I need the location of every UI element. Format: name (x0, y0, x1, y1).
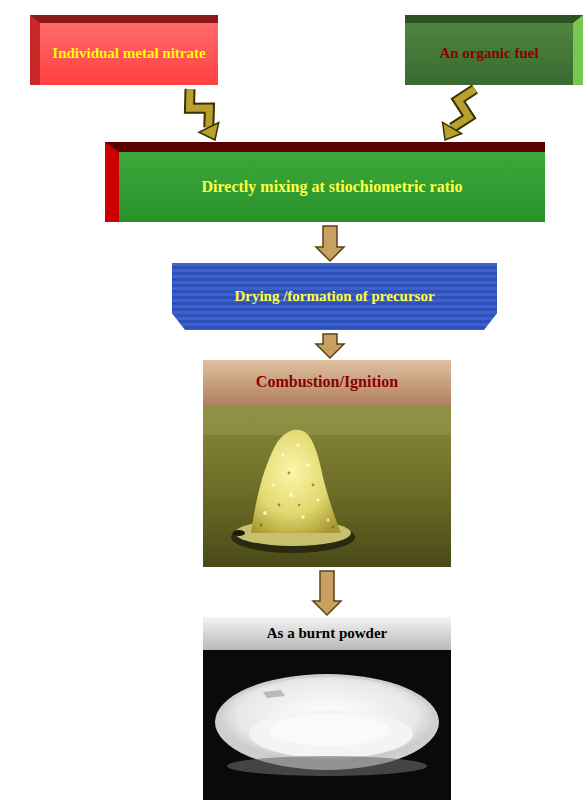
block-arrow (316, 334, 344, 358)
node-label: An organic fuel (439, 45, 538, 62)
lightning-arrow (190, 89, 219, 140)
node-label: Combustion/Ignition (203, 360, 451, 405)
node-label: Directly mixing at stiochiometric ratio (202, 178, 463, 196)
node-label: Drying /formation of precursor (234, 288, 434, 305)
process-box: Individual metal nitrate (30, 15, 218, 85)
process-band: Drying /formation of precursor (172, 263, 497, 330)
process-box: Combustion/Ignition (203, 360, 451, 567)
node-label: As a burnt powder (267, 625, 387, 642)
powder-photo (203, 650, 451, 800)
process-box: As a burnt powder (203, 617, 451, 650)
block-arrow (313, 571, 341, 615)
process-box: An organic fuel (405, 15, 583, 85)
process-box: Directly mixing at stiochiometric ratio (105, 142, 545, 222)
lightning-arrow (443, 89, 475, 140)
node-label: Individual metal nitrate (52, 45, 205, 62)
combustion-photo (203, 405, 451, 567)
block-arrow (316, 226, 344, 261)
